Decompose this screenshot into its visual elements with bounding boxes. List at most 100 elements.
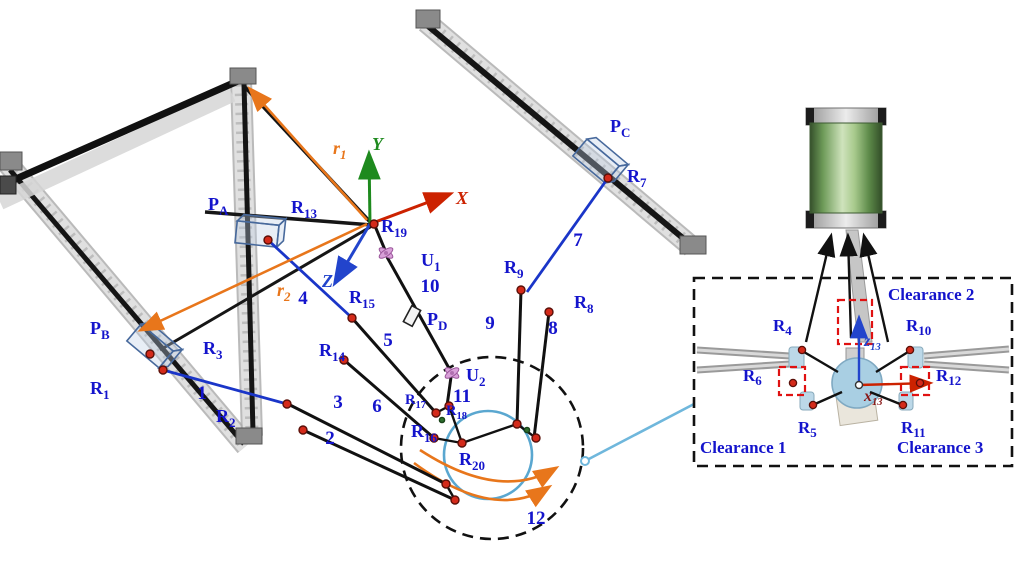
joint-dot-r4 — [797, 345, 807, 355]
label-r1-vector: r1 — [333, 138, 347, 162]
label-r8: R8 — [574, 292, 594, 316]
joint-dot-r15 — [347, 313, 357, 323]
detail-dashed-rect — [692, 276, 1014, 468]
platform-orange-arrow-2 — [413, 461, 553, 508]
link-number-3: 3 — [333, 392, 343, 413]
bracket-rail-b-top — [0, 151, 23, 171]
rail-b-rod — [8, 168, 246, 446]
bracket-rail-c-bottom — [679, 235, 707, 255]
label-pa: PA — [208, 194, 229, 218]
cylinder-clamp — [878, 211, 886, 228]
joint-dot-plat-d — [531, 433, 541, 443]
joint-dot-r14 — [339, 355, 349, 365]
axis-x-arrow — [369, 192, 455, 226]
rail-a-rod — [241, 83, 256, 433]
label-r17: R17 — [405, 392, 426, 411]
label-u1: U1 — [421, 250, 441, 274]
joint-dot-r9 — [516, 285, 526, 295]
detail-pin — [803, 350, 839, 374]
label-r5: R5 — [798, 418, 817, 440]
label-r19: R19 — [381, 216, 408, 240]
cylinder-top-cap — [805, 107, 887, 126]
sliders — [125, 136, 631, 370]
platform-orange-arrow-1 — [419, 448, 560, 488]
label-r15: R15 — [349, 287, 376, 311]
label-r16: R16 — [411, 421, 438, 445]
label-z13: z13 — [863, 333, 881, 353]
u1-joint-icon — [378, 247, 394, 259]
platform-edge — [433, 436, 463, 445]
pd-joint-icon — [402, 304, 422, 328]
link-number-11: 11 — [453, 386, 471, 407]
link-3 — [287, 402, 447, 486]
link-4 — [267, 238, 351, 318]
detail-rod-left-1-sheen — [696, 348, 791, 358]
link-6 — [343, 358, 435, 440]
beam-upper-left-gray — [0, 86, 236, 210]
vector-r2-arrow — [137, 222, 368, 332]
joint-dot-r16 — [429, 433, 439, 443]
joint-dot-plat-c — [512, 419, 522, 429]
cylinder-clamp — [806, 211, 814, 228]
link-r19-u1 — [373, 225, 387, 251]
bracket-rail-c-top — [415, 9, 441, 29]
joint-dot-plat-a — [441, 479, 451, 489]
link-number-5: 5 — [383, 330, 393, 351]
rail-frame — [0, 9, 707, 454]
link-number-9: 9 — [485, 313, 495, 334]
label-u2: U2 — [466, 365, 486, 389]
detail-arrow-right — [859, 232, 890, 343]
axis-z-arrow — [332, 223, 372, 287]
link-number-12: 12 — [527, 508, 546, 529]
slider-pb-side — [157, 348, 185, 370]
link-8 — [532, 311, 551, 439]
link-1 — [162, 368, 288, 406]
label-r14: R14 — [319, 340, 346, 364]
link-number-6: 6 — [372, 396, 382, 417]
label-axis-x: X — [455, 188, 469, 208]
label-axis-z: Z — [321, 271, 333, 291]
cylinder-clamp — [806, 108, 814, 125]
label-r11: R11 — [901, 418, 926, 440]
joint-dot-r1 — [145, 349, 155, 359]
frame-origin-dot — [854, 380, 864, 390]
detail-dashed-circle — [399, 355, 585, 541]
slider-pa — [234, 213, 288, 250]
label-r13: R13 — [291, 197, 318, 221]
label-axis-y: Y — [372, 134, 385, 154]
rail-a-screw — [234, 83, 259, 433]
u1-center — [384, 251, 388, 255]
label-r7: R7 — [627, 166, 647, 190]
link-7 — [525, 177, 610, 293]
joint-dot-r6 — [788, 378, 798, 388]
label-r4: R4 — [773, 316, 792, 338]
joint-dot-r19 — [369, 219, 379, 229]
vector-r1-arrow — [247, 86, 368, 221]
detail-rod-left-2-sheen — [696, 362, 791, 372]
link-number-2: 2 — [325, 428, 335, 449]
joint-dot-r2a — [282, 399, 292, 409]
joint-dot-r17 — [431, 408, 441, 418]
joint-dot-r5 — [808, 400, 818, 410]
detail-rod-right-1-sheen — [923, 347, 1010, 358]
joint-dot-r3 — [158, 365, 168, 375]
slider-pc — [571, 136, 631, 185]
joints — [145, 173, 613, 505]
link-5 — [350, 317, 438, 414]
bracket-rail-a-bottom — [235, 427, 263, 445]
detail-joints — [788, 345, 925, 410]
clearance-3-box — [899, 365, 931, 397]
joint-dot-r8 — [544, 307, 554, 317]
joint-dot-green-2 — [523, 426, 531, 434]
label-clearance-1: Clearance 1 — [700, 438, 786, 457]
rail-c-rod — [426, 23, 692, 247]
label-clearance-2: Clearance 2 — [888, 285, 974, 304]
label-r9: R9 — [504, 257, 524, 281]
joint-dot-r13 — [263, 235, 273, 245]
axis-y-arrow — [357, 149, 381, 225]
bracket-rail-a-top — [229, 67, 257, 85]
label-r20: R20 — [459, 449, 485, 473]
cross-rod-mid — [204, 210, 373, 227]
label-r3: R3 — [203, 338, 223, 362]
